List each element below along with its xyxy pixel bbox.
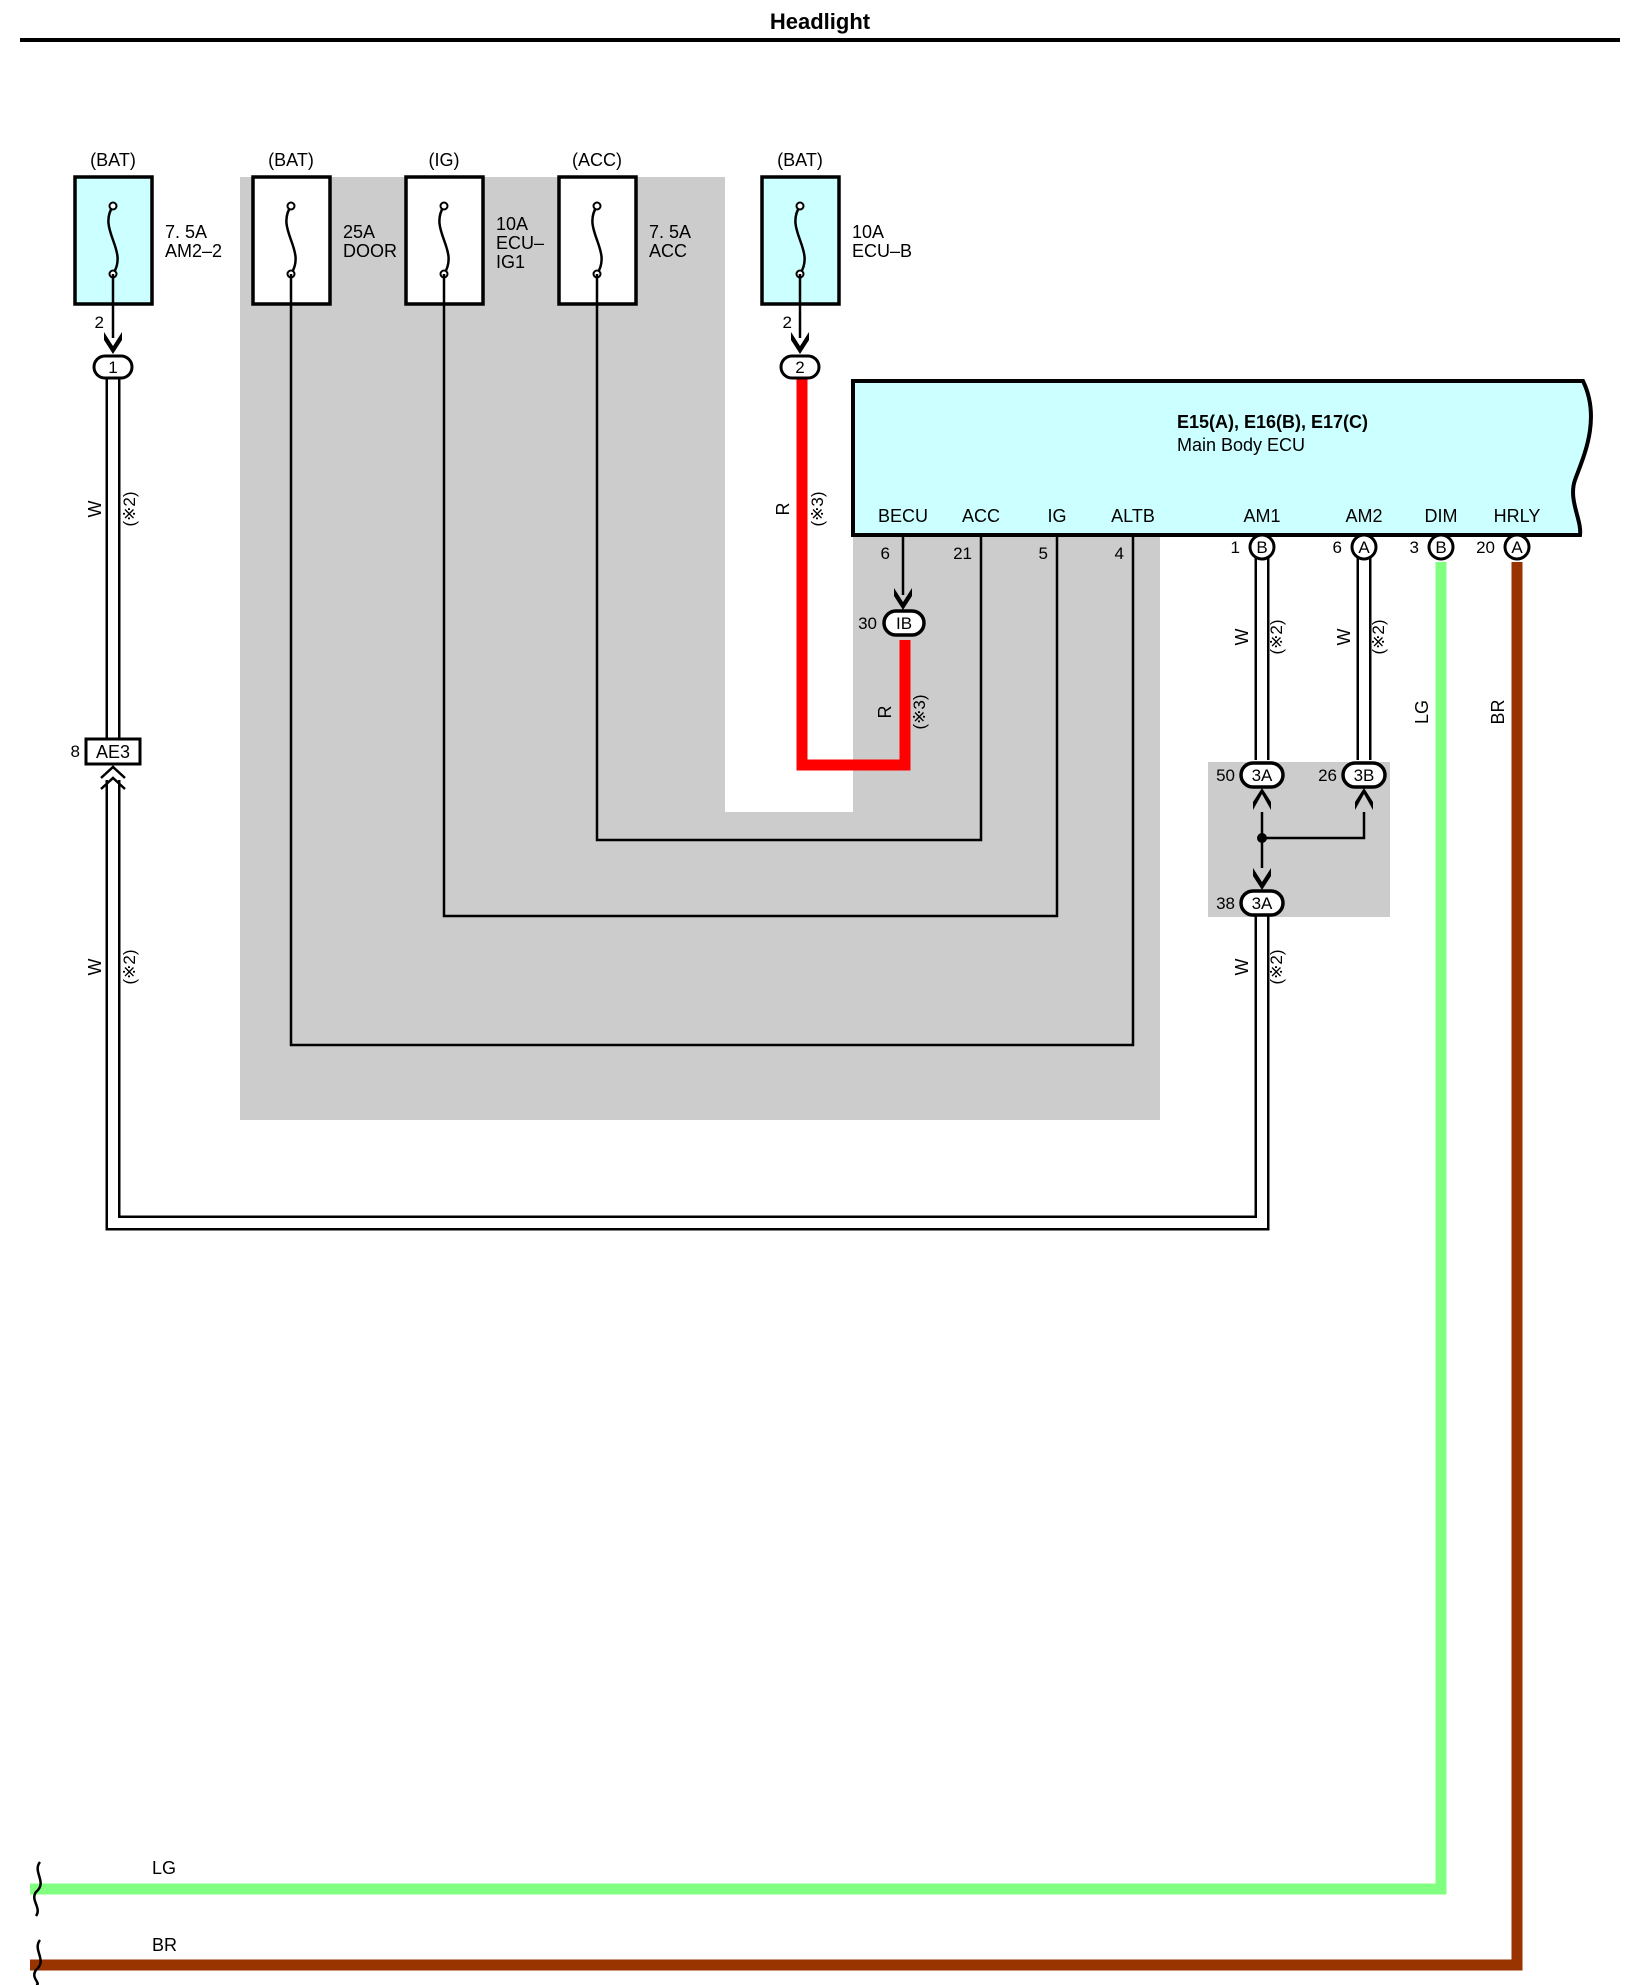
wire-label-w: W (85, 959, 105, 976)
pin-connector-letter: A (1511, 538, 1523, 557)
connector-2: 2 2 (779, 313, 821, 380)
pin-number: 6 (1333, 538, 1342, 557)
white-wire-w (105, 274, 1372, 1231)
main-body-ecu: E15(A), E16(B), E17(C) Main Body ECU (851, 379, 1593, 537)
wire-note: (※2) (1267, 949, 1286, 984)
ecu-pin-hrly: HRLY (1494, 506, 1541, 526)
black-wires (289, 274, 1135, 1047)
connector-pin: 30 (858, 614, 877, 633)
fuse-am2-2: (BAT) 7. 5A AM2–2 (73, 150, 222, 306)
br-wire (30, 562, 1523, 1971)
shaded-region (240, 177, 1390, 1120)
wire-label-r: R (773, 503, 793, 516)
wire-break-symbol (33, 1861, 42, 1985)
lg-wire (30, 562, 1447, 1895)
ecu-pin-acc: ACC (962, 506, 1000, 526)
fuse-rating: 10A (496, 214, 528, 234)
junction-connectors: 3A 50 3B 26 3A 38 (1216, 761, 1387, 917)
fuse-rating: 7. 5A (165, 222, 207, 242)
wire-label-r: R (875, 706, 895, 719)
ecu-pin-ig: IG (1047, 506, 1066, 526)
fuse-name-line2: IG1 (496, 252, 525, 272)
pin-number: 1 (1231, 538, 1240, 557)
connector-ae3: AE3 8 (71, 737, 142, 790)
connector-label: 3A (1252, 894, 1273, 913)
pin-number: 6 (881, 544, 890, 563)
wire-label-br: BR (152, 1935, 177, 1955)
wire-note: (※2) (120, 949, 139, 984)
connector-label: IB (896, 614, 912, 633)
pin-number: 4 (1115, 544, 1124, 563)
wire-label-w: W (1232, 959, 1252, 976)
pin-number: 21 (953, 544, 972, 563)
connector-pin: 8 (71, 742, 80, 761)
diagram-title: Headlight (770, 9, 871, 34)
wire-label-w: W (1232, 629, 1252, 646)
wire-note: (※2) (120, 491, 139, 526)
connector-label: 3A (1252, 766, 1273, 785)
fuse-source-label: (IG) (429, 150, 460, 170)
connector-label: 2 (795, 358, 804, 377)
ecu-pin-am2: AM2 (1345, 506, 1382, 526)
connector-ib: IB 30 (858, 588, 926, 637)
connector-label: AE3 (96, 742, 130, 762)
pin-number: 20 (1476, 538, 1495, 557)
fuse-name: DOOR (343, 241, 397, 261)
pin-number: 5 (1039, 544, 1048, 563)
pin-connector-letter: B (1435, 538, 1446, 557)
fuse-source-label: (BAT) (268, 150, 314, 170)
ecu-code: E15(A), E16(B), E17(C) (1177, 412, 1368, 432)
connector-pin: 38 (1216, 894, 1235, 913)
ecu-pin-labels: BECU ACC IG ALTB AM1 AM2 DIM HRLY (878, 506, 1540, 526)
connector-pin: 50 (1216, 766, 1235, 785)
wire-labels: W (※2) W (※2) R (※3) R (※3) W (※2) W (※2… (85, 491, 1508, 1955)
fuse-pin-number: 2 (783, 313, 792, 332)
wire-note: (※3) (808, 491, 827, 526)
connector-label: 1 (108, 358, 117, 377)
pin-number: 3 (1410, 538, 1419, 557)
ecu-pin-numbers: 6 21 5 4 1 6 3 20 (881, 538, 1495, 563)
ecu-pin-altb: ALTB (1111, 506, 1155, 526)
fuse-name: ECU–B (852, 241, 912, 261)
fuse-rating: 7. 5A (649, 222, 691, 242)
wire-label-br: BR (1488, 699, 1508, 724)
wire-label-w: W (85, 501, 105, 518)
wire-note: (※2) (1267, 619, 1286, 654)
connector-1: 2 1 (92, 313, 134, 380)
fuse-source-label: (BAT) (777, 150, 823, 170)
pin-connector-letter: B (1256, 538, 1267, 557)
wire-label-w: W (1334, 629, 1354, 646)
fuse-source-label: (ACC) (572, 150, 622, 170)
ecu-pin-circles: B A B A (1248, 533, 1531, 561)
fuse-rating: 25A (343, 222, 375, 242)
ecu-pin-becu: BECU (878, 506, 928, 526)
fuse-source-label: (BAT) (90, 150, 136, 170)
connector-pin: 26 (1318, 766, 1337, 785)
fuse-name: AM2–2 (165, 241, 222, 261)
pin-connector-letter: A (1358, 538, 1370, 557)
fuse-rating: 10A (852, 222, 884, 242)
fuse-ecu-b: (BAT) 10A ECU–B (760, 150, 912, 306)
fuse-pin-number: 2 (95, 313, 104, 332)
wire-note: (※3) (910, 694, 929, 729)
ecu-pin-am1: AM1 (1243, 506, 1280, 526)
wire-label-lg: LG (152, 1858, 176, 1878)
connector-label: 3B (1354, 766, 1375, 785)
ecu-pin-dim: DIM (1425, 506, 1458, 526)
wire-label-lg: LG (1412, 700, 1432, 724)
red-wire-r (796, 274, 911, 771)
ecu-name: Main Body ECU (1177, 435, 1305, 455)
fuse-name: ACC (649, 241, 687, 261)
fuse-name: ECU– (496, 233, 544, 253)
wire-note: (※2) (1369, 619, 1388, 654)
